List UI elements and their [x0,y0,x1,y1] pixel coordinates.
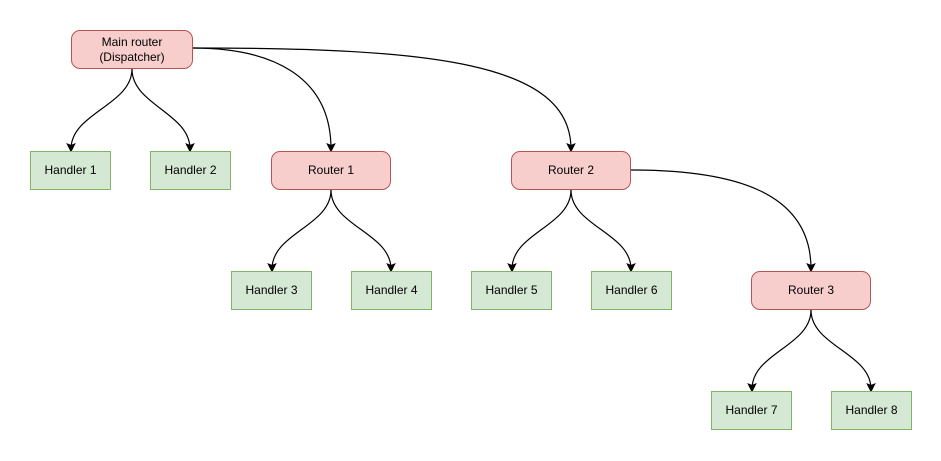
node-handler-1[interactable]: Handler 1 [30,151,111,190]
node-router-3[interactable]: Router 3 [751,271,871,310]
edge-router-2-to-handler-6 [570,189,636,273]
edge-main-to-router-1 [192,47,336,153]
node-label-handler-2: Handler 2 [164,163,217,177]
edge-router-1-to-handler-3 [267,189,332,273]
edge-router-3-to-handler-7 [747,309,812,393]
node-label-router-2: Router 2 [547,163,595,177]
edge-main-to-handler-2 [131,68,195,153]
edge-main-to-router-2 [192,47,576,153]
node-handler-8[interactable]: Handler 8 [831,391,912,430]
node-label-handler-1: Handler 1 [44,163,97,177]
node-router-2[interactable]: Router 2 [511,151,631,190]
node-main-router[interactable]: Main router (Dispatcher) [71,30,193,69]
edge-router-2-to-handler-5 [507,189,572,273]
node-label-handler-6: Handler 6 [605,283,658,297]
node-handler-2[interactable]: Handler 2 [150,151,231,190]
node-handler-6[interactable]: Handler 6 [591,271,672,310]
node-handler-4[interactable]: Handler 4 [351,271,432,310]
node-label-router-3: Router 3 [787,283,835,297]
edge-paths [66,47,876,393]
node-label-router-1: Router 1 [307,163,355,177]
node-router-1[interactable]: Router 1 [271,151,391,190]
node-label-handler-7: Handler 7 [725,403,778,417]
edge-router-2-to-router-3 [630,169,816,273]
node-label-handler-8: Handler 8 [845,403,898,417]
node-handler-3[interactable]: Handler 3 [231,271,312,310]
node-label-handler-5: Handler 5 [485,283,538,297]
node-handler-7[interactable]: Handler 7 [711,391,792,430]
edge-router-3-to-handler-8 [810,309,876,393]
node-handler-5[interactable]: Handler 5 [471,271,552,310]
edge-main-to-handler-1 [66,68,133,153]
node-label-handler-4: Handler 4 [365,283,418,297]
node-label-handler-3: Handler 3 [245,283,298,297]
node-label-main-router: Main router (Dispatcher) [99,34,165,64]
edge-router-1-to-handler-4 [330,189,396,273]
